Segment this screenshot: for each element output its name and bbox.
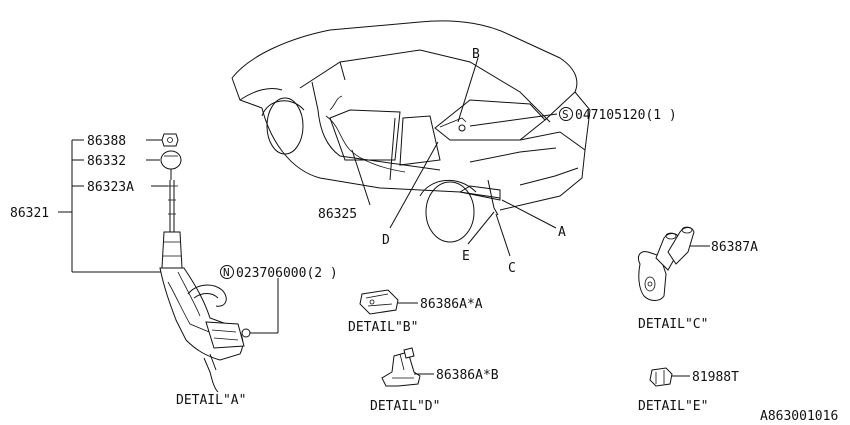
part-86323a: 86323A [87,180,134,195]
nut-marker-icon [220,265,234,279]
part-86386a-a: 86386A*A [420,297,483,312]
nut-part-number: 023706000(2 ) [236,266,338,281]
detail-a-illustration [58,133,279,393]
detail-a-label: DETAIL"A" [176,393,246,408]
part-86386a-b: 86386A*B [436,368,499,383]
part-86387a: 86387A [711,240,758,255]
part-86321: 86321 [10,206,49,221]
car-callout-lines [351,57,558,257]
screw-part-number: 047105120(1 ) [575,108,677,123]
detail-c-label: DETAIL"C" [638,317,708,332]
part-86332: 86332 [87,154,126,169]
part-86388: 86388 [87,134,126,149]
detail-e-illustration [649,367,690,387]
car-illustration [231,20,591,243]
part-86325: 86325 [318,207,357,222]
callout-e: E [462,249,470,264]
callout-c: C [508,261,516,276]
callout-d: D [382,233,390,248]
callout-a: A [558,225,566,240]
screw-marker: S [562,108,569,121]
detail-b-label: DETAIL"B" [348,320,418,335]
nut-marker: N [223,266,230,279]
detail-b-illustration [359,289,418,315]
detail-d-illustration [381,347,434,387]
part-81988t: 81988T [692,370,739,385]
callout-b: B [472,47,480,62]
detail-e-label: DETAIL"E" [638,399,708,414]
diagram-id: A863001016 [760,409,838,424]
detail-c-illustration [637,226,710,301]
detail-d-label: DETAIL"D" [370,399,440,414]
screw-marker-icon [559,107,573,121]
